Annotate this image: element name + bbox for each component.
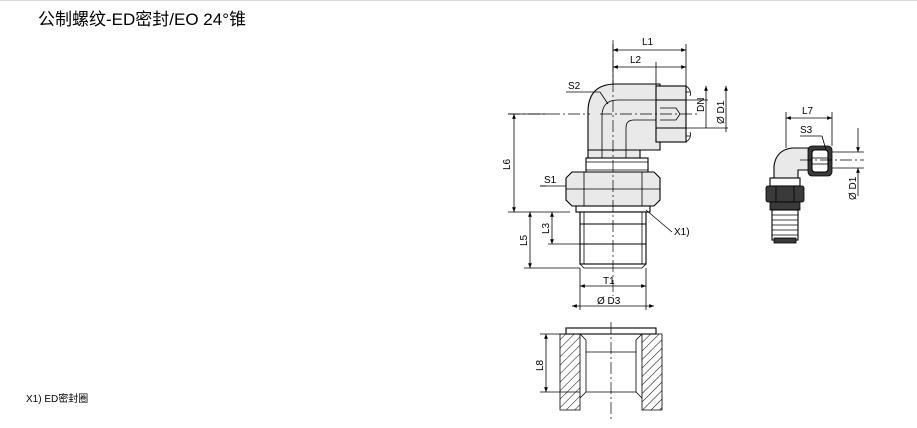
label-dn: DN (696, 98, 707, 112)
label-l5: L5 (519, 234, 530, 246)
label-l2: L2 (630, 55, 642, 66)
dimension-labels: L1 L2 S2 DN Ø D1 L6 S1 L3 L5 X1) T1 Ø D3… (502, 37, 859, 371)
label-x1: X1) (674, 227, 690, 238)
label-s3: S3 (800, 125, 813, 136)
label-l7: L7 (802, 106, 814, 117)
label-l1: L1 (642, 37, 654, 48)
label-d1: Ø D1 (716, 100, 727, 124)
label-d1-small: Ø D1 (848, 176, 859, 200)
port-section (540, 322, 663, 420)
top-divider (0, 0, 917, 1)
label-t1: T1 (603, 276, 615, 287)
label-s1: S1 (544, 175, 557, 186)
main-elbow-fitting (508, 40, 700, 296)
label-l8: L8 (535, 359, 546, 371)
label-l6: L6 (502, 158, 513, 170)
page-title: 公制螺纹-ED密封/EO 24°锥 (38, 10, 246, 29)
footnote-x1: X1) ED密封圈 (26, 394, 89, 405)
dimension-lines (508, 44, 728, 310)
label-d3: Ø D3 (597, 296, 621, 307)
label-s2: S2 (568, 81, 581, 92)
small-elbow-fitting (765, 112, 864, 244)
label-l3: L3 (541, 222, 552, 234)
